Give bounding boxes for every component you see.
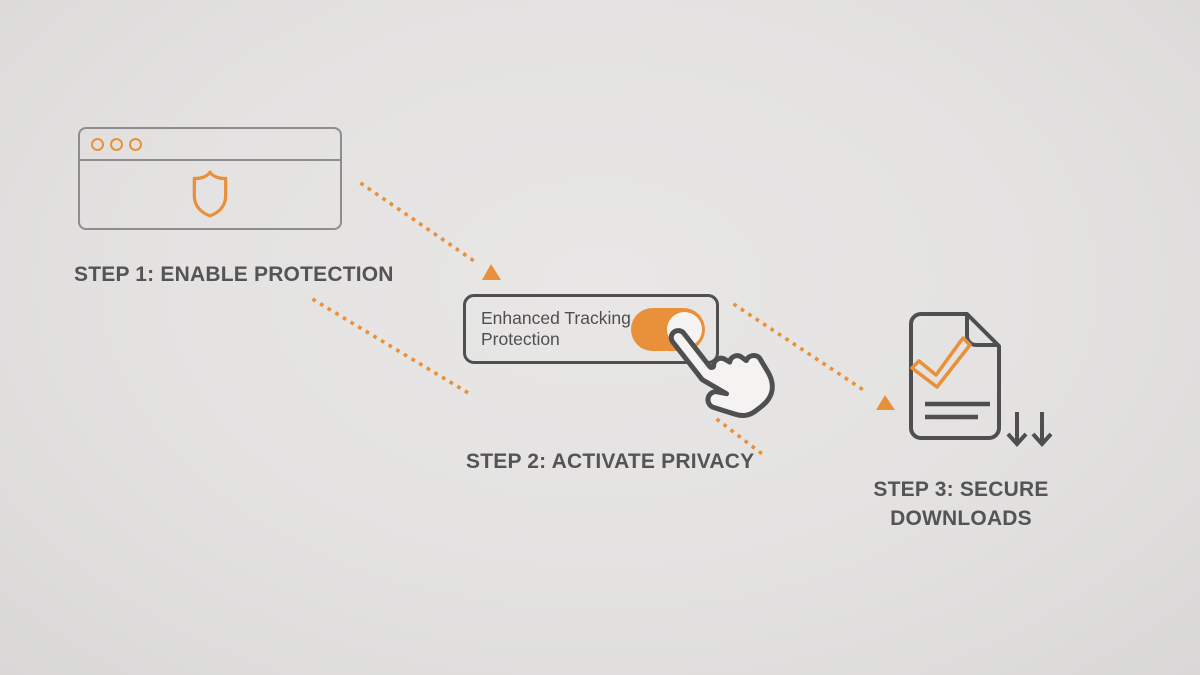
arrow-step2-to-step3-line <box>732 302 871 396</box>
browser-content-area <box>80 161 340 227</box>
folded-corner <box>965 316 997 347</box>
dotted-line-below-step1 <box>311 297 473 397</box>
arrowhead-step3 <box>876 395 895 410</box>
tracking-protection-toggle[interactable] <box>631 308 705 351</box>
document-outline <box>909 312 1001 440</box>
document-check-icon <box>909 312 1001 440</box>
browser-titlebar <box>80 129 340 161</box>
step2-label: STEP 2: ACTIVATE PRIVACY <box>466 450 755 473</box>
window-dot-icon <box>91 137 104 151</box>
toggle-knob <box>667 312 702 347</box>
checkmark-icon <box>910 336 972 389</box>
browser-window-illustration <box>78 127 342 230</box>
arrow-step1-to-step2-line <box>359 181 480 266</box>
step3-label: STEP 3: SECURE DOWNLOADS <box>873 478 1049 530</box>
arrowhead-step2 <box>482 264 501 280</box>
shield-icon <box>192 170 228 218</box>
toggle-label: Enhanced Tracking Protection <box>481 308 631 350</box>
window-dot-icon <box>129 137 142 151</box>
window-dot-icon <box>110 137 123 151</box>
step1-label: STEP 1: ENABLE PROTECTION <box>74 263 394 286</box>
download-arrows-icon <box>1006 412 1053 447</box>
tracking-protection-panel: Enhanced Tracking Protection <box>463 294 719 364</box>
